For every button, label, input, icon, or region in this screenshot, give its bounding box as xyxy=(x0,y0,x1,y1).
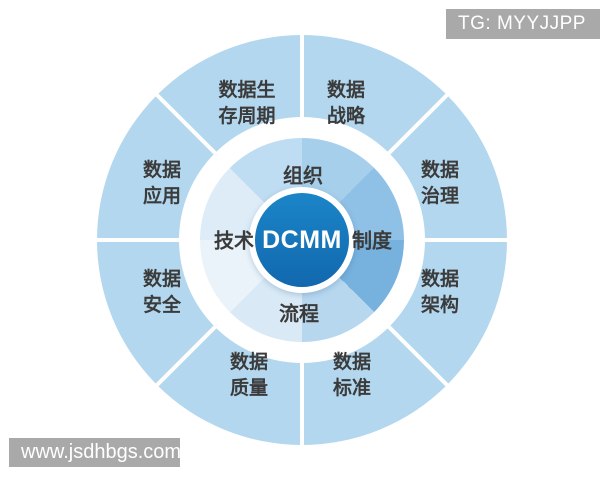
dcmm-center-circle: DCMM xyxy=(249,187,355,293)
tg-watermark-badge: TG: MYYJJPP xyxy=(446,9,600,39)
site-watermark-badge: www.jsdhbgs.com xyxy=(9,438,181,467)
inner-label-institution: 制度 xyxy=(352,230,392,253)
outer-label-data-strategy: 数据 战略 xyxy=(326,80,366,127)
inner-label-technology: 技术 xyxy=(214,230,254,253)
outer-label-data-security: 数据 安全 xyxy=(142,269,182,316)
outer-label-data-standards: 数据 标准 xyxy=(332,352,372,399)
dcmm-center-label: DCMM xyxy=(262,225,342,254)
outer-label-data-architecture: 数据 架构 xyxy=(420,269,460,316)
inner-label-organization: 组织 xyxy=(283,165,323,188)
outer-label-data-quality: 数据 质量 xyxy=(229,352,269,399)
inner-label-process: 流程 xyxy=(279,303,319,326)
outer-label-data-application: 数据 应用 xyxy=(142,160,182,207)
outer-label-data-governance: 数据 治理 xyxy=(420,160,460,207)
outer-label-data-lifecycle: 数据生 存周期 xyxy=(218,80,276,127)
